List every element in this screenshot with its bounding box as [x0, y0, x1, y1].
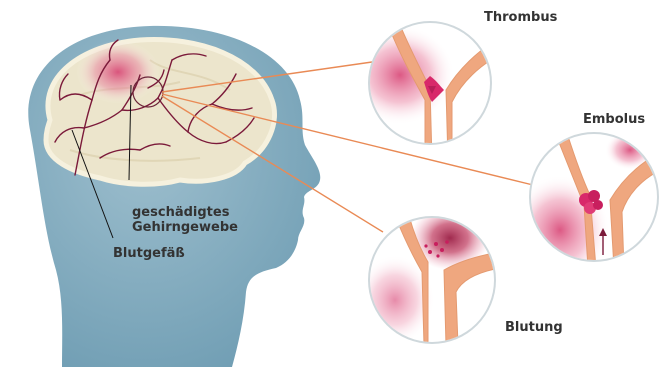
blood-vessel-label: Blutgefäß: [113, 246, 185, 261]
blutung-label: Blutung: [505, 320, 563, 335]
thrombus-label: Thrombus: [484, 10, 557, 25]
damaged-tissue-label-line1: geschädigtes: [132, 205, 229, 220]
embolus-label: Embolus: [583, 112, 645, 127]
thrombus-circle: [345, 15, 500, 160]
embolus-circle: [510, 128, 665, 285]
damaged-tissue-label-line2: Gehirngewebe: [132, 220, 238, 235]
damaged-tissue-area: [76, 40, 160, 104]
